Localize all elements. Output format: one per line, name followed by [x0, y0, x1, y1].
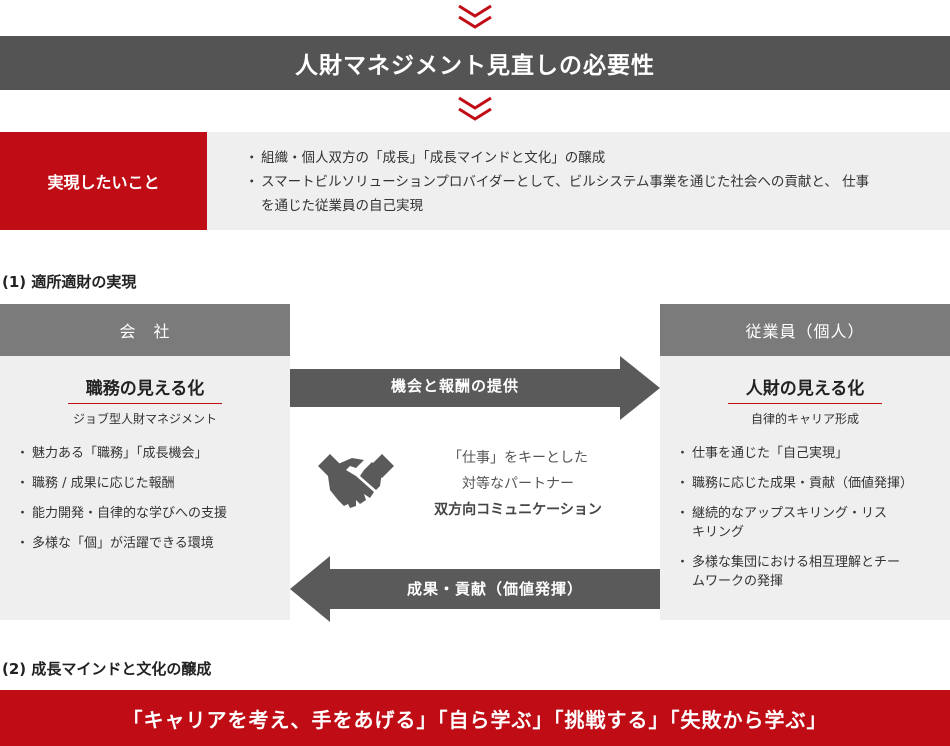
employee-subtitle: 自律的キャリア形成: [750, 412, 859, 426]
left-arrow-label: 成果・貢献（価値発揮）: [406, 580, 583, 598]
goal-item: スマートビルソリューションプロバイダーとして、ビルシステム事業を通じた社会への貢…: [245, 170, 910, 218]
culture-banner: 「キャリアを考え、手をあげる」「自ら学ぶ」「挑戦する」「失敗から学ぶ」: [0, 690, 950, 746]
partner-line-1: 「仕事」をキーとした: [448, 450, 588, 466]
company-header: 会 社: [0, 304, 290, 356]
employee-header: 従業員（個人）: [660, 304, 950, 356]
partner-line-3: 双方向コミュニケーション: [434, 502, 602, 518]
employee-list: 仕事を通じた「自己実現」 職務に応じた成果・貢献（価値発揮） 継続的なアップスキ…: [676, 444, 936, 602]
handshake-icon: [316, 444, 396, 518]
goal-list: 組織・個人双方の「成長」「成長マインドと文化」の醸成 スマートビルソリューション…: [207, 132, 950, 230]
title-banner: 人財マネジメント見直しの必要性: [0, 36, 950, 90]
section1-heading: (1) 適所適財の実現: [2, 273, 137, 291]
employee-item: 仕事を通じた「自己実現」: [676, 444, 936, 463]
employee-title: 人財の見える化: [745, 379, 865, 399]
right-arrow-label: 機会と報酬の提供: [390, 377, 519, 395]
company-item: 能力開発・自律的な学びへの支援: [16, 504, 280, 523]
company-title-underline: [68, 403, 222, 404]
employee-item: 職務に応じた成果・貢献（価値発揮）: [676, 474, 936, 493]
partner-line-2: 対等なパートナー: [462, 476, 574, 492]
partner-message: 「仕事」をキーとした 対等なパートナー 双方向コミュニケーション: [398, 445, 638, 523]
employee-item: 多様な集団における相互理解とチームワークの発揮: [676, 553, 936, 591]
goal-item: 組織・個人双方の「成長」「成長マインドと文化」の醸成: [245, 146, 910, 170]
employee-item: 継続的なアップスキリング・リスキリング: [676, 504, 936, 542]
company-panel: 職務の見える化 ジョブ型人財マネジメント 魅力ある「職務」「成長機会」 職務 /…: [0, 356, 290, 620]
employee-title-underline: [728, 403, 882, 404]
goal-label: 実現したいこと: [0, 132, 207, 230]
employee-panel: 人財の見える化 自律的キャリア形成 仕事を通じた「自己実現」 職務に応じた成果・…: [660, 356, 950, 620]
left-arrow: [290, 556, 662, 622]
double-chevron-down-icon: [455, 96, 495, 124]
company-item: 多様な「個」が活躍できる環境: [16, 534, 280, 553]
company-list: 魅力ある「職務」「成長機会」 職務 / 成果に応じた報酬 能力開発・自律的な学び…: [16, 444, 280, 564]
double-chevron-down-icon: [455, 4, 495, 32]
right-arrow: [290, 356, 662, 420]
company-item: 職務 / 成果に応じた報酬: [16, 474, 280, 493]
company-title: 職務の見える化: [85, 379, 205, 399]
company-subtitle: ジョブ型人財マネジメント: [72, 412, 217, 426]
section2-heading: (2) 成長マインドと文化の醸成: [2, 660, 212, 678]
company-item: 魅力ある「職務」「成長機会」: [16, 444, 280, 463]
